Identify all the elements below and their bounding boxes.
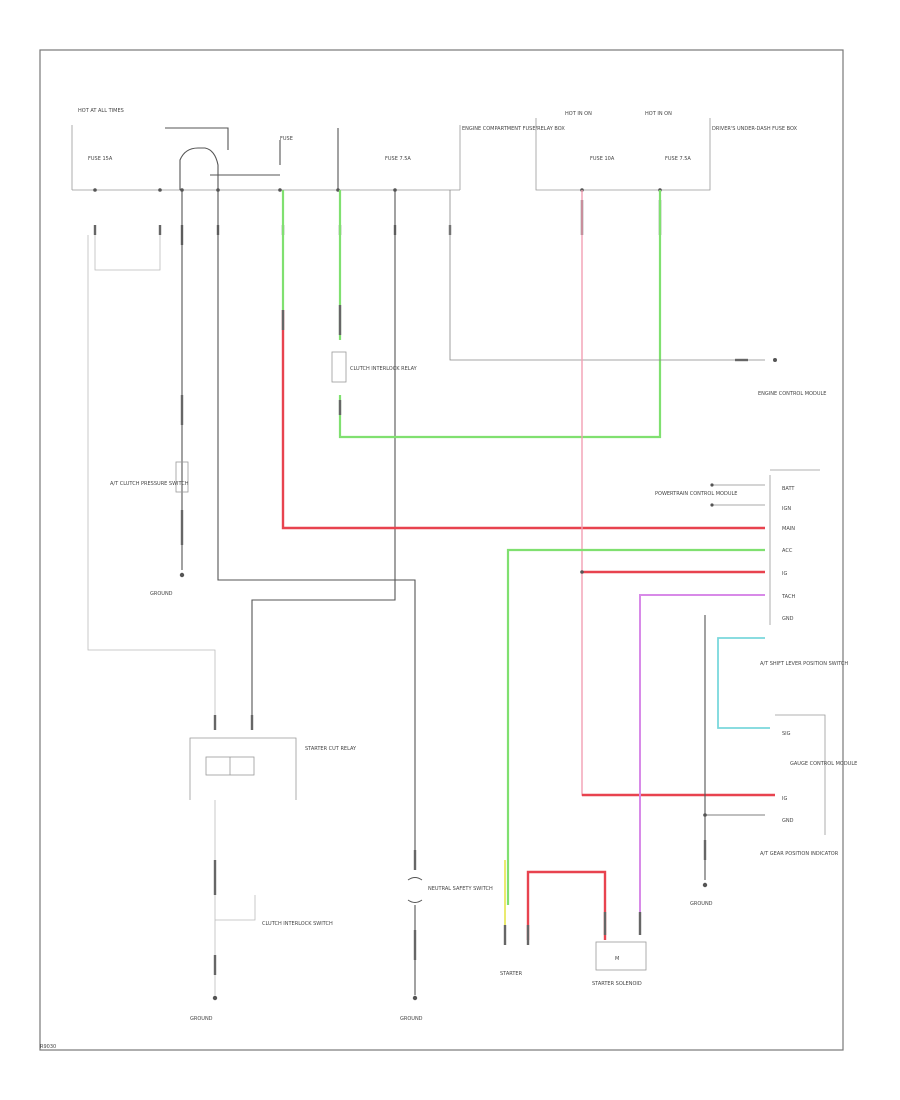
diagram-frame (39, 49, 844, 1051)
wire-violet (639, 594, 765, 930)
ecu-pin-acc: ACC (782, 548, 793, 554)
ecu-pin-tach: TACH (781, 594, 795, 600)
ecu-pin-batt: BATT (782, 486, 795, 492)
top-label-left: HOT AT ALL TIMES (78, 108, 124, 114)
gauge-block: SIG IG GND GAUGE CONTROL MODULE A/T GEAR… (760, 714, 857, 857)
top-label-right: ENGINE COMPARTMENT FUSE/RELAY BOX (462, 126, 565, 132)
ecu-pin-ign: IGN (782, 506, 791, 512)
gauge-pin-sig: SIG (782, 731, 791, 737)
left-relay-label: A/T CLUTCH PRESSURE SWITCH (110, 481, 189, 487)
starter-m-label: M (615, 956, 619, 962)
neutral-switch-label: NEUTRAL SAFETY SWITCH (428, 886, 493, 892)
mid-relay-label: CLUTCH INTERLOCK RELAY (350, 366, 418, 372)
right-ground: GROUND (690, 615, 765, 907)
ecu-pin-gnd: GND (782, 616, 794, 622)
right-box-label: DRIVER'S UNDER-DASH FUSE BOX (712, 126, 798, 132)
gauge-label: GAUGE CONTROL MODULE (790, 761, 857, 767)
ground-right-label: GROUND (690, 901, 713, 907)
starter: M STARTER STARTER SOLENOID (500, 870, 647, 987)
wire-black-main (217, 190, 416, 870)
neutral-switch: NEUTRAL SAFETY SWITCH GROUND (400, 850, 493, 1022)
ground-bottom-left-label: GROUND (190, 1016, 213, 1022)
starter-label: STARTER (500, 971, 523, 977)
wire-green-ecu (506, 548, 765, 905)
engine-control-label: ENGINE CONTROL MODULE (758, 391, 826, 397)
top-label-mid2: FUSE 7.5A (385, 156, 411, 162)
left-gray-wires (87, 235, 216, 715)
ground-left-label: GROUND (150, 591, 173, 597)
ecu-left-label: POWERTRAIN CONTROL MODULE (655, 491, 737, 497)
fuse-right-right: FUSE 7.5A (665, 156, 691, 162)
top-fuse-box: HOT AT ALL TIMES FUSE 15A FUSE FUSE 7.5A… (71, 108, 565, 191)
ecu-caption: A/T SHIFT LEVER POSITION SWITCH (760, 661, 848, 667)
bottom-left-relay-label: STARTER CUT RELAY (305, 746, 357, 752)
starter-solenoid-label: STARTER SOLENOID (592, 981, 642, 987)
engine-control: ENGINE CONTROL MODULE (449, 190, 826, 397)
corner-label: R9030 (40, 1044, 56, 1050)
clutch-relay-label: CLUTCH INTERLOCK SWITCH (262, 921, 333, 927)
wire-red-left (281, 310, 765, 530)
gauge-caption: A/T GEAR POSITION INDICATOR (760, 851, 839, 857)
ecu-pin-ig: IG (782, 571, 787, 577)
wire-cyan (717, 637, 770, 729)
bottom-left-relay: STARTER CUT RELAY CLUTCH INTERLOCK SWITC… (189, 715, 357, 1022)
gauge-pin-gnd: GND (782, 818, 794, 824)
ecu-block: POWERTRAIN CONTROL MODULE BATT IGN MAIN … (655, 469, 848, 667)
ecu-pin-main: MAIN (782, 526, 795, 532)
gauge-pin-ig: IG (782, 796, 787, 802)
top-label-mid: FUSE (280, 136, 293, 142)
fuse-right-left: FUSE 10A (590, 156, 615, 162)
hot-right-label: HOT IN ON (645, 111, 672, 117)
top-connectors (93, 188, 662, 245)
wire-black-395 (251, 190, 396, 715)
top-right-fuse-box: HOT IN ON HOT IN ON FUSE 10A FUSE 7.5A D… (535, 111, 798, 191)
hot-left-label: HOT IN ON (565, 111, 592, 117)
mid-relay: CLUTCH INTERLOCK RELAY (331, 190, 662, 439)
left-relay: A/T CLUTCH PRESSURE SWITCH GROUND (110, 190, 189, 597)
ground-bottom-mid-label: GROUND (400, 1016, 423, 1022)
top-fuse-left: FUSE 15A (88, 156, 113, 162)
